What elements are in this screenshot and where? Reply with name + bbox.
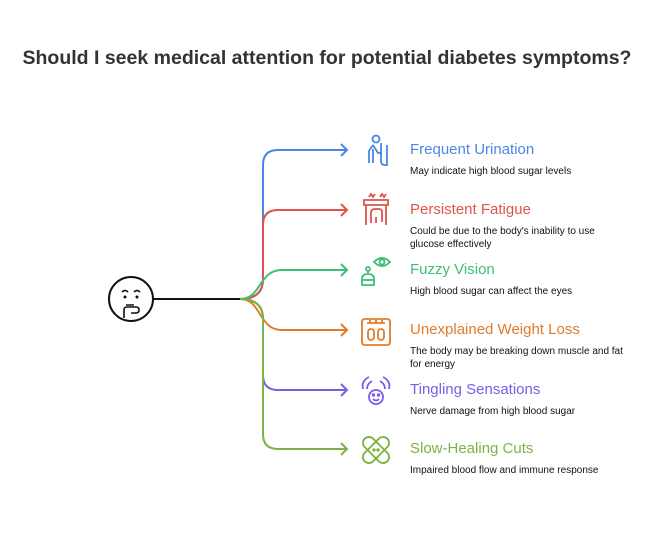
arrow-head-icon [340, 143, 349, 157]
symptom-title: Tingling Sensations [410, 381, 541, 398]
symptom-description: The body may be breaking down muscle and… [410, 346, 623, 370]
bandage-icon [362, 436, 390, 464]
branch-line [239, 298, 347, 450]
symptom-title: Unexplained Weight Loss [410, 321, 580, 338]
branch-line [239, 298, 347, 391]
symptom-description: Nerve damage from high blood sugar [410, 406, 576, 417]
arrow-head-icon [340, 323, 349, 337]
scale-icon [361, 318, 391, 346]
symptom-title: Slow-Healing Cuts [410, 440, 534, 457]
arrow-head-icon [340, 383, 349, 397]
urinal-person-icon [368, 134, 388, 166]
symptom-title: Persistent Fatigue [410, 201, 531, 218]
arrow-head-icon [340, 442, 349, 456]
tired-person-icon [363, 192, 389, 225]
symptom-title: Fuzzy Vision [410, 261, 495, 278]
diagram-title: Should I seek medical attention for pote… [22, 47, 632, 69]
symptom-description: May indicate high blood sugar levels [410, 166, 572, 177]
thinking-face-icon [108, 276, 154, 322]
eye-icon [361, 257, 392, 286]
branch-line [239, 209, 347, 300]
branch-line [239, 149, 347, 300]
arrow-head-icon [340, 203, 349, 217]
branch-line [239, 269, 347, 300]
arrow-head-icon [340, 263, 349, 277]
tingling-face-icon [361, 376, 391, 405]
symptom-title: Frequent Urination [410, 141, 535, 158]
symptom-description: High blood sugar can affect the eyes [410, 286, 573, 297]
symptom-description: Could be due to the body's inability to … [410, 226, 595, 250]
symptom-description: Impaired blood flow and immune response [410, 465, 599, 476]
